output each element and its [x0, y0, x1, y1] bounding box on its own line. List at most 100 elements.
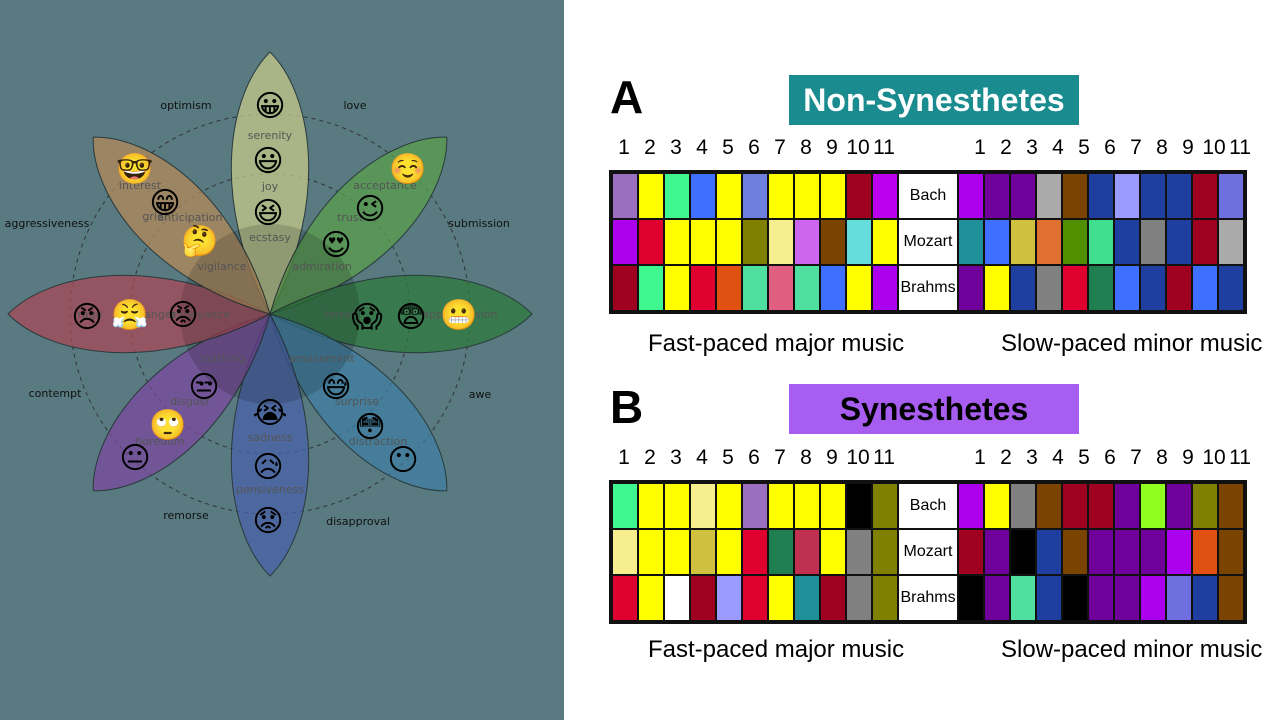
panelA-number-left-0: 1: [618, 136, 630, 159]
panelB-cell-row0-left-1: [638, 483, 664, 529]
panelB-number-right-2: 3: [1026, 446, 1038, 469]
panelB-number-left-1: 2: [644, 446, 656, 469]
petal-disgust-shape: [92, 313, 271, 492]
panelA-cell-row1-left-0: [612, 219, 638, 265]
panelA-number-right-10: 11: [1229, 136, 1251, 159]
panelA-number-right-4: 5: [1078, 136, 1090, 159]
panelA-number-right-0: 1: [974, 136, 986, 159]
panelA-cell-row1-left-5: [742, 219, 768, 265]
petal-label-7: apprehension: [423, 308, 498, 321]
petal-label-2: ecstasy: [249, 231, 291, 244]
panelB-cell-row1-right-6: [1114, 529, 1140, 575]
panelA-cell-row2-left-5: [742, 265, 768, 311]
panelA-cell-row0-right-2: [1010, 173, 1036, 219]
panelA-cell-row0-left-8: [820, 173, 846, 219]
panelA-cell-row0-left-1: [638, 173, 664, 219]
panelB-cell-row2-right-2: [1010, 575, 1036, 621]
panelA-cell-row1-left-10: [872, 219, 898, 265]
panelA-cell-row2-right-4: [1062, 265, 1088, 311]
panelA-number-left-8: 9: [826, 136, 838, 159]
emoji-face-icon-11: 😶: [387, 444, 418, 477]
petal-trust: [269, 136, 448, 315]
panelA-cell-row1-right-7: [1140, 219, 1166, 265]
panelA-cell-row0-left-5: [742, 173, 768, 219]
emoji-face-icon-8: 😬: [440, 298, 477, 332]
emoji-face-icon-15: 😒: [188, 371, 219, 404]
panelB-cell-row1-left-9: [846, 529, 872, 575]
petal-label-14: loathing: [201, 352, 246, 365]
petal-disgust: [92, 313, 271, 492]
petal-label-18: anticipation: [158, 211, 223, 224]
panelB-cell-row1-right-0: [958, 529, 984, 575]
panelB-cell-row2-right-4: [1062, 575, 1088, 621]
panelA-number-left-4: 5: [722, 136, 734, 159]
panelB-number-left-8: 9: [826, 446, 838, 469]
panelB-cell-row0-right-8: [1166, 483, 1192, 529]
panelB-cell-row2-left-1: [638, 575, 664, 621]
panelB-cell-row1-right-4: [1062, 529, 1088, 575]
emoji-face-icon-4: 😉: [354, 193, 385, 226]
panelB-cell-row2-left-4: [716, 575, 742, 621]
panelA-cell-row1-right-1: [984, 219, 1010, 265]
panelB-number-left-4: 5: [722, 446, 734, 469]
petal-label-17: interest: [119, 179, 162, 192]
petal-anger: [7, 274, 272, 354]
panelB-number-right-6: 7: [1130, 446, 1142, 469]
petal-anticipation: [92, 136, 271, 315]
emoji-face-icon-13: 😥: [252, 451, 283, 484]
panelB-cell-row2-right-7: [1140, 575, 1166, 621]
panelA-cell-row2-left-3: [690, 265, 716, 311]
panelA-cell-row2-right-2: [1010, 265, 1036, 311]
panelB-cell-row1-left-2: [664, 529, 690, 575]
emoji-face-icon-2: 😆: [252, 197, 283, 230]
panelA-number-right-2: 3: [1026, 136, 1038, 159]
panelA-number-left-10: 11: [873, 136, 895, 159]
panelB-cell-row2-right-8: [1166, 575, 1192, 621]
panelA-cell-row1-right-5: [1088, 219, 1114, 265]
panelB-number-left-7: 8: [800, 446, 812, 469]
panelA-cell-row0-right-7: [1140, 173, 1166, 219]
panelA-number-left-5: 6: [748, 136, 760, 159]
wheel-center-shade: [180, 224, 360, 404]
panelA-cell-row1-left-1: [638, 219, 664, 265]
panel-b-letter: B: [610, 381, 644, 433]
panelB-number-left-5: 6: [748, 446, 760, 469]
panelB-number-left-0: 1: [618, 446, 630, 469]
panelB-cell-row0-left-10: [872, 483, 898, 529]
panelB-cell-row1-right-5: [1088, 529, 1114, 575]
petal-label-13: grief: [142, 210, 168, 223]
panelA-cell-row1-left-7: [794, 219, 820, 265]
petal-label-6: terror: [325, 308, 356, 321]
panelB-number-left-10: 11: [873, 446, 895, 469]
panelA-cell-row1-left-3: [690, 219, 716, 265]
panelB-cell-row2-left-7: [794, 575, 820, 621]
panelA-cell-row2-right-3: [1036, 265, 1062, 311]
panelA-cell-row1-left-4: [716, 219, 742, 265]
panelA-number-left-2: 3: [670, 136, 682, 159]
panelB-number-right-7: 8: [1156, 446, 1168, 469]
panelA-cell-row0-left-7: [794, 173, 820, 219]
panelA-cell-row2-right-7: [1140, 265, 1166, 311]
panelB-number-right-5: 6: [1104, 446, 1116, 469]
panelB-cell-row2-right-0: [958, 575, 984, 621]
outer-label-6: contempt: [29, 387, 83, 400]
panel-b-caption-slow: Slow-paced minor music: [1001, 636, 1263, 663]
panelB-cell-row0-left-7: [794, 483, 820, 529]
panelA-cell-row1-right-6: [1114, 219, 1140, 265]
panelA-number-right-5: 6: [1104, 136, 1116, 159]
panelA-cell-row2-left-10: [872, 265, 898, 311]
emoji-face-icon-1: 😃: [252, 145, 283, 178]
panelB-cell-row1-right-9: [1192, 529, 1218, 575]
panelA-cell-row2-right-9: [1192, 265, 1218, 311]
panelA-cell-row2-right-5: [1088, 265, 1114, 311]
panelA-number-right-3: 4: [1052, 136, 1064, 159]
panelB-number-right-10: 11: [1229, 446, 1251, 469]
emoji-face-icon-10: 😳: [354, 411, 385, 444]
panelB-number-right-8: 9: [1182, 446, 1194, 469]
petal-anticipation-shape: [92, 136, 271, 315]
